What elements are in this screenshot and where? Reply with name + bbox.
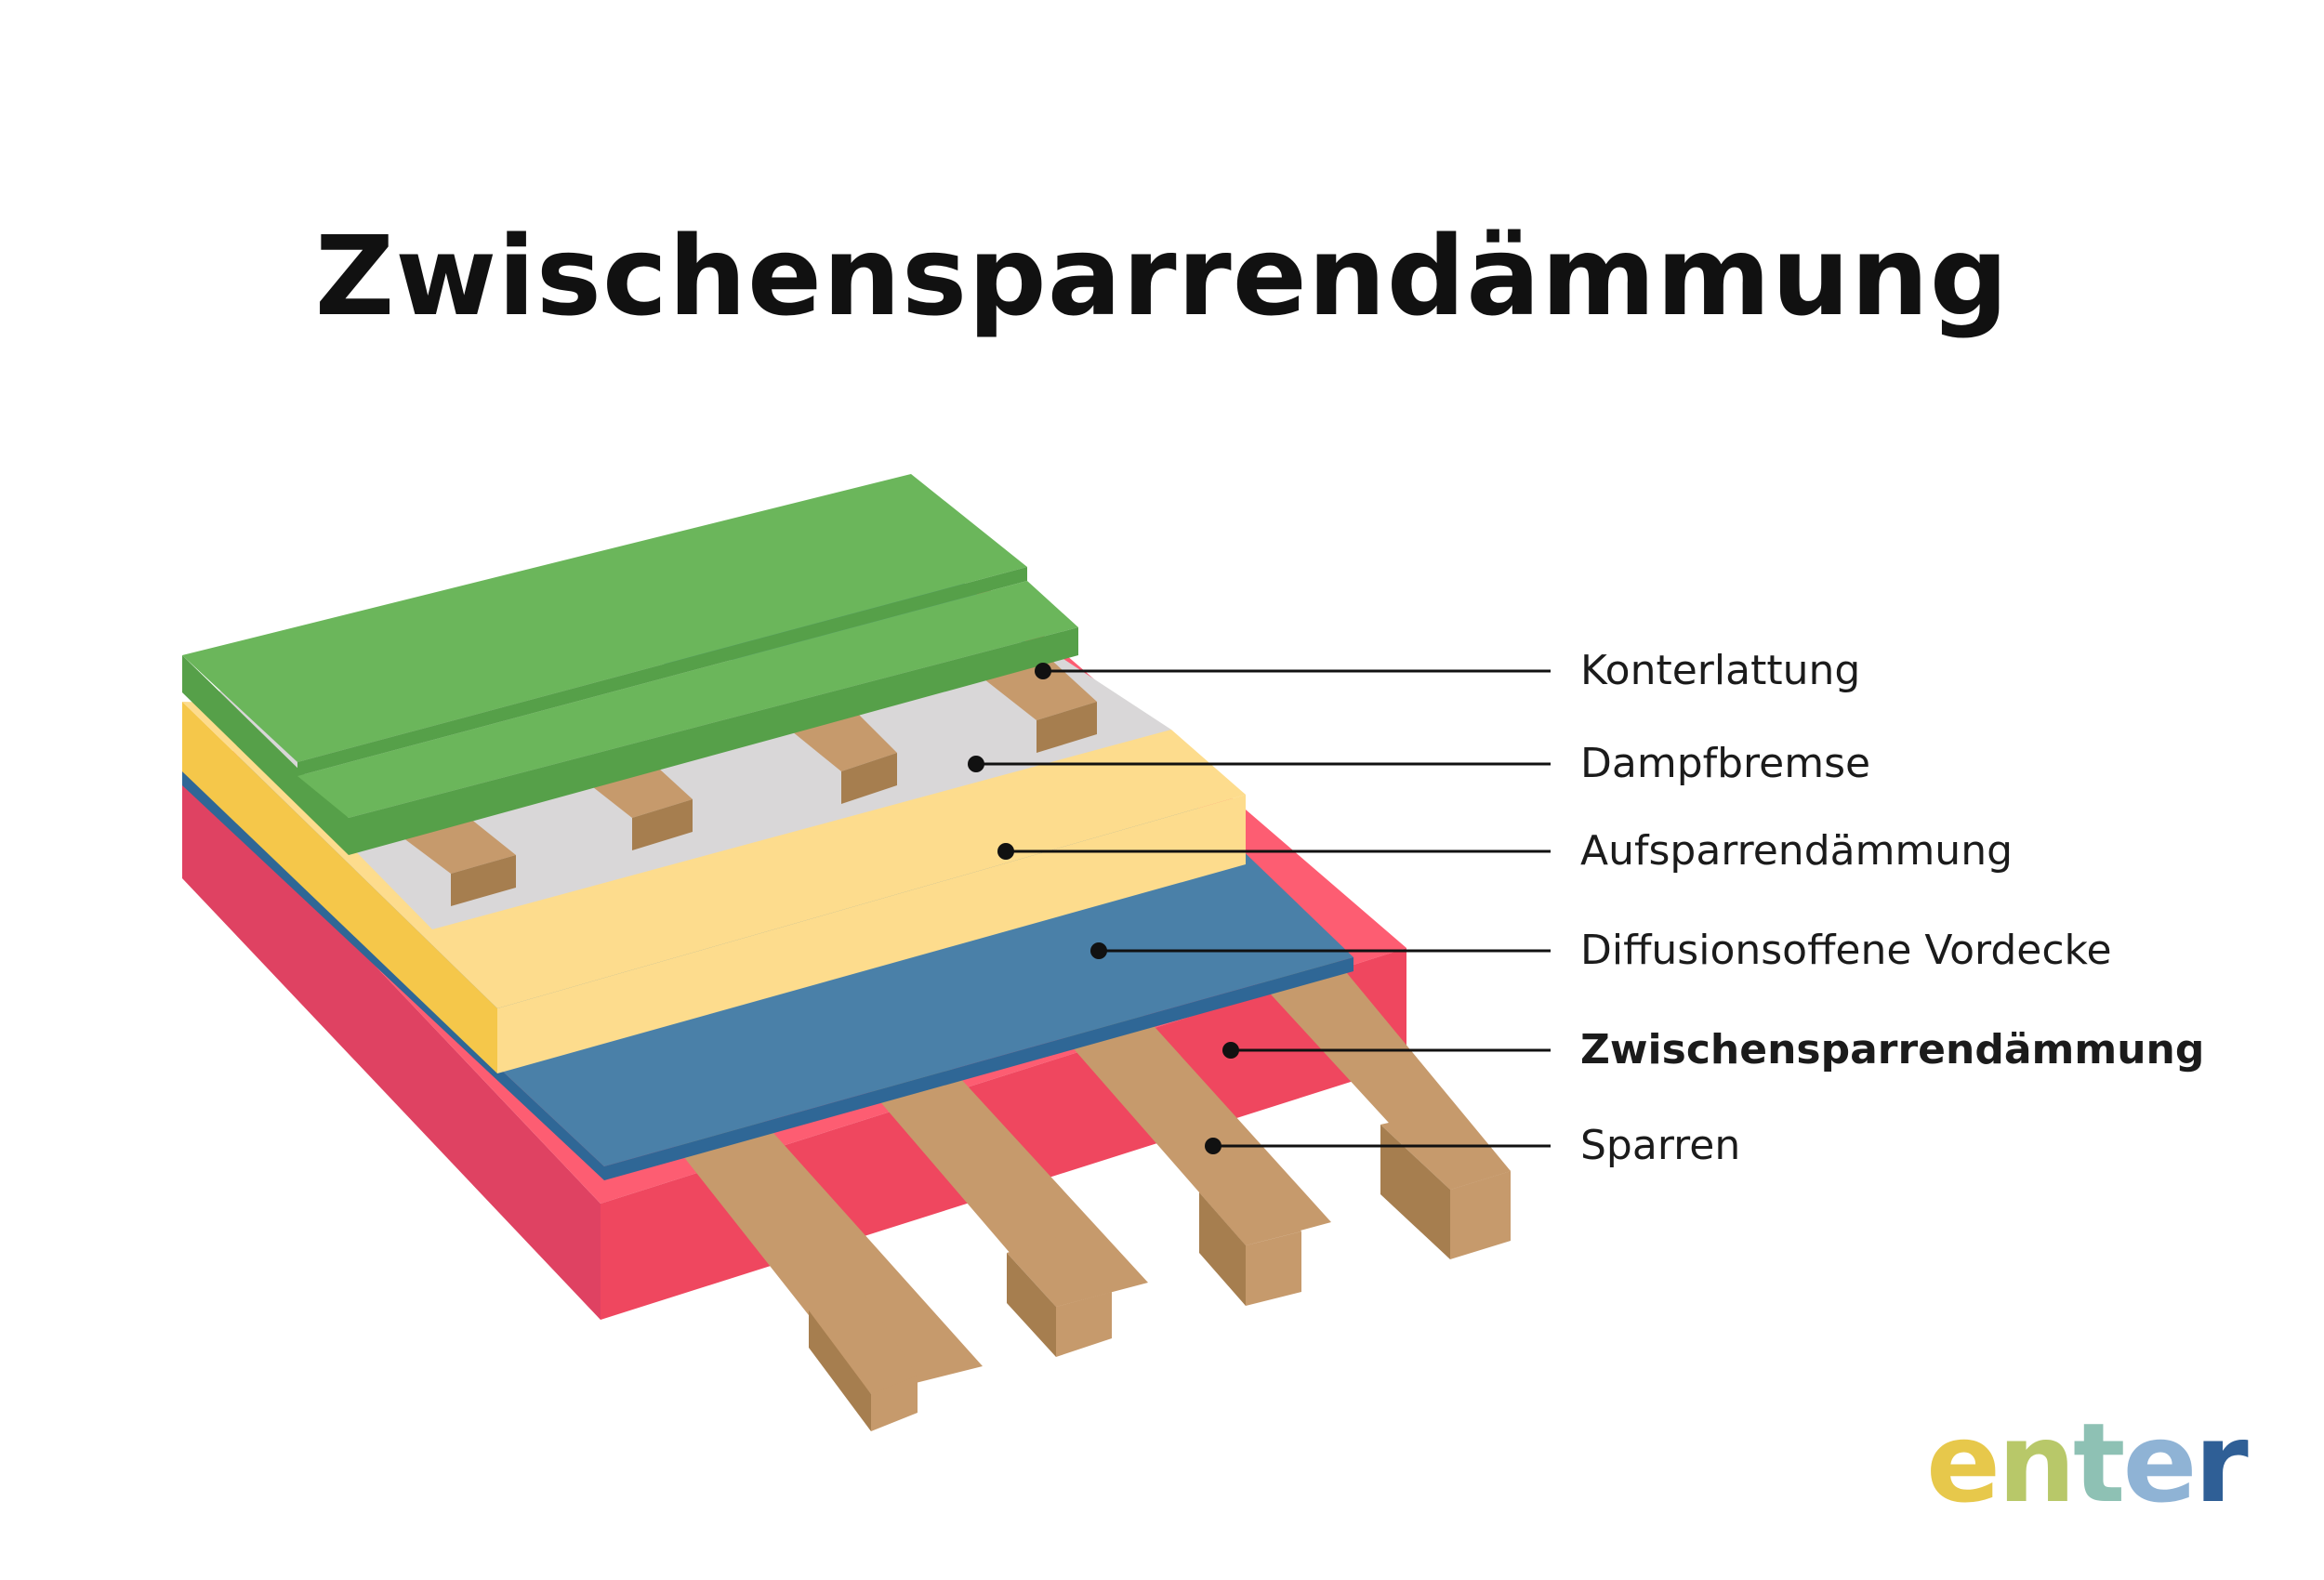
batten-front	[1037, 702, 1097, 753]
rafter-group	[669, 941, 1511, 1431]
logo-letter: r	[2194, 1399, 2249, 1527]
dot-zwischensparrendaemmung	[1222, 1042, 1239, 1059]
rafter-top	[669, 1115, 983, 1394]
enter-logo: enter	[1926, 1408, 2249, 1518]
rafter-end-top	[1007, 1236, 1112, 1307]
label-dampfbremse: Dampfbremse	[1580, 740, 1871, 787]
blue-layer-side	[182, 771, 604, 1180]
green-board-step	[297, 567, 1027, 776]
logo-letter: n	[1998, 1399, 2076, 1527]
rafter-end-front	[1450, 1171, 1511, 1259]
page-title: Zwischensparrendämmung	[314, 212, 2010, 340]
green-board-lower	[297, 581, 1078, 818]
dot-aufsparrendaemmung	[997, 843, 1014, 860]
rafter-end-front	[871, 1376, 918, 1431]
label-zwischensparrendaemmung: Zwischensparrendämmung	[1580, 1026, 2205, 1073]
dot-konterlattung	[1035, 663, 1051, 679]
label-sparren: Sparren	[1580, 1122, 1741, 1169]
rafter-end-front	[1246, 1231, 1301, 1306]
dot-vordecke	[1090, 942, 1107, 959]
logo-letter: e	[1926, 1399, 2000, 1527]
label-konterlattung: Konterlattung	[1580, 647, 1861, 694]
dot-sparren	[1205, 1138, 1221, 1154]
logo-letter: t	[2073, 1399, 2125, 1527]
green-board-side	[182, 655, 349, 855]
rafter-end-side	[809, 1310, 871, 1431]
green-board-front	[349, 627, 1078, 855]
rafter-end-top	[1380, 1111, 1511, 1190]
rafter-end-front	[1056, 1292, 1112, 1357]
yellow-layer-front	[497, 795, 1246, 1073]
logo-letter: e	[2122, 1399, 2197, 1527]
batten-front	[841, 753, 897, 804]
rafter-end-top	[809, 1292, 918, 1394]
green-board-upper	[182, 474, 1027, 762]
rafter-end-side	[1007, 1253, 1056, 1357]
rafter-end-top	[1199, 1178, 1301, 1245]
label-vordecke: Diffusionsoffene Vordecke	[1580, 927, 2112, 974]
rafter-end-side	[1380, 1125, 1450, 1259]
blue-layer-edge	[604, 957, 1353, 1180]
pink-layer-side	[182, 762, 601, 1320]
dot-dampfbremse	[968, 756, 984, 772]
batten-front	[451, 855, 516, 906]
rafter-top	[860, 1055, 1148, 1307]
leader-lines	[968, 663, 1551, 1154]
label-aufsparrendaemmung: Aufsparrendämmung	[1580, 827, 2014, 875]
batten-front	[632, 799, 693, 850]
yellow-layer-side	[182, 702, 497, 1073]
rafter-end-side	[1199, 1192, 1246, 1306]
